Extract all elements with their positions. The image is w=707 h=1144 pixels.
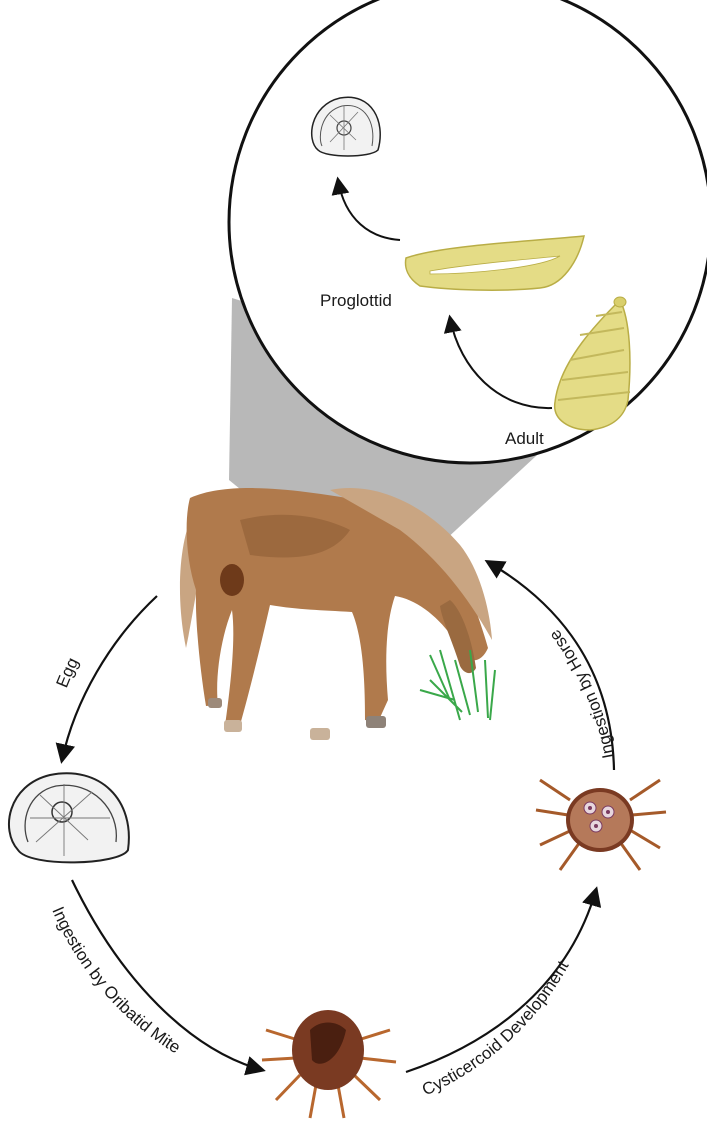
proglottid-label: Proglottid [320,291,392,310]
egg-icon [9,773,129,862]
adult-label: Adult [505,429,544,448]
mite-with-cysticercoids-icon [536,780,666,870]
ingestion-by-horse-label: Ingestion by Horse [545,626,618,760]
oribatid-mite-icon [262,1010,396,1118]
grass-icon [420,650,495,720]
ingestion-by-mite-label: Ingestion by Oribatid Mite [48,904,184,1057]
arrow-egg-release [62,596,157,760]
magnifier-circle [229,0,707,463]
egg-label: Egg [52,655,82,691]
